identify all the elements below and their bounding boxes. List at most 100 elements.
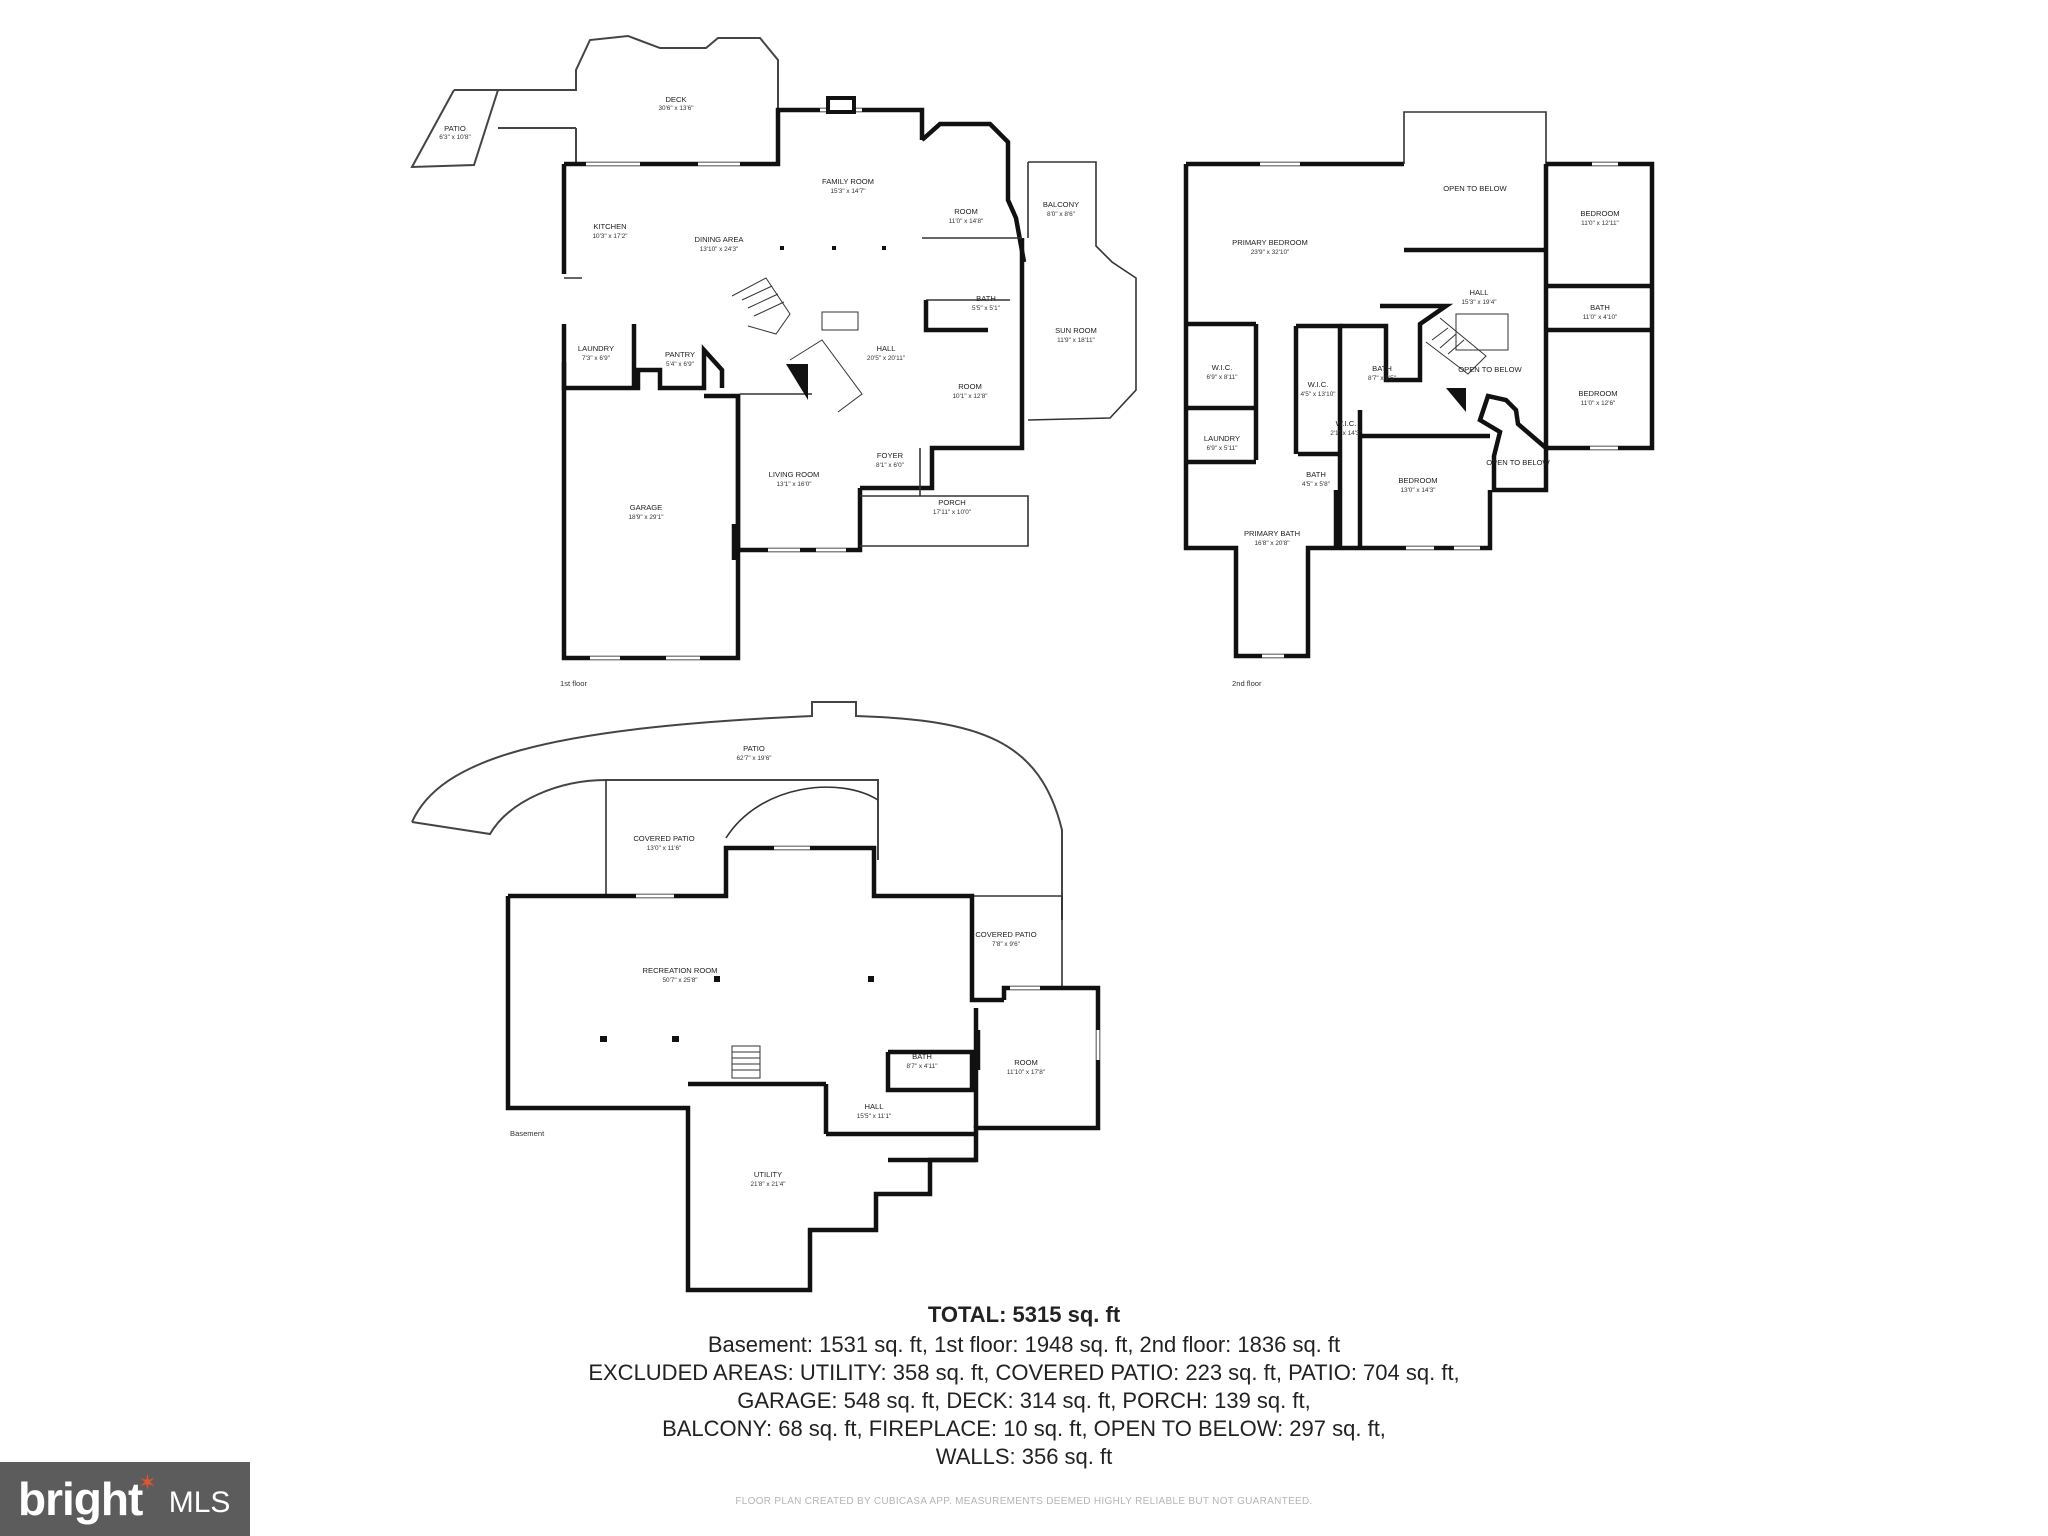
area-breakdown-line: Basement: 1531 sq. ft, 1st floor: 1948 s… xyxy=(707,1332,1341,1357)
room-dim: 15'3" x 19'4" xyxy=(1461,299,1496,306)
garage-wall xyxy=(561,388,741,661)
room-dim: 8'7" x 4'11" xyxy=(906,1063,937,1070)
room-dim: 18'9" x 29'1" xyxy=(628,514,663,521)
room-label: PRIMARY BATH xyxy=(1244,529,1300,538)
room-label: RECREATION ROOM xyxy=(643,966,718,975)
column xyxy=(714,976,720,982)
room-label: BEDROOM xyxy=(1580,209,1619,218)
floor-name: Basement xyxy=(510,1129,545,1138)
room-label: PATIO xyxy=(444,124,466,133)
room-label: ROOM xyxy=(958,382,982,391)
basement-plan: PATIO 62'7" x 19'6" COVERED PATIO 13'0" … xyxy=(411,701,1101,1293)
stair-icon xyxy=(731,1045,761,1079)
room-dim: 11'10" x 17'8" xyxy=(1007,1069,1045,1076)
room-label: ROOM xyxy=(1014,1058,1038,1067)
room-dim: 13'10" x 24'3" xyxy=(700,246,739,253)
room-label: GARAGE xyxy=(630,503,663,512)
room-dim: 8'7" x 9'5" xyxy=(1368,375,1396,382)
room-label: BATH xyxy=(976,294,996,303)
covered-patio-outline xyxy=(972,895,1063,990)
column xyxy=(672,1036,679,1042)
room-dim: 11'0" x 4'10" xyxy=(1583,314,1618,321)
room-label: LIVING ROOM xyxy=(769,470,820,479)
room-dim: 50'7" x 25'8" xyxy=(662,977,697,984)
room-dim: 7'8" x 9'6" xyxy=(992,941,1020,948)
room-label: BATH xyxy=(1590,303,1610,312)
room-label: OPEN TO BELOW xyxy=(1443,184,1507,193)
room-dim: 6'9" x 8'11" xyxy=(1206,374,1237,381)
house-wall-north xyxy=(564,107,925,167)
bath-walls xyxy=(885,1049,975,1093)
open-to-below-outline xyxy=(1403,111,1547,164)
room-dim: 11'0" x 12'11" xyxy=(1581,220,1619,227)
room-label: W.I.C. xyxy=(1308,380,1329,389)
room-dim: 4'5" x 13'10" xyxy=(1300,391,1335,398)
bedroom-walls xyxy=(1477,161,1655,493)
room-label: BATH xyxy=(912,1052,932,1061)
room-dim: 23'9" x 32'10" xyxy=(1251,249,1290,256)
room-dim: 8'0" x 8'6" xyxy=(1047,211,1075,218)
room-dim: 20'5" x 20'11" xyxy=(867,355,905,362)
room-dim: 62'7" x 19'6" xyxy=(736,755,771,762)
first-floor-plan: PATIO 6'3" x 10'8" DECK 30'6" x 13'6" FA… xyxy=(410,34,1137,688)
east-room-walls xyxy=(860,238,1025,491)
second-floor-plan: OPEN TO BELOW PRIMARY BEDROOM 23'9" x 32… xyxy=(1183,111,1655,688)
stair-icon xyxy=(731,277,863,413)
room-dim: 7'3" x 6'9" xyxy=(582,355,610,362)
room-label: PATIO xyxy=(743,744,765,753)
bath-wall xyxy=(923,300,988,333)
logo-suffix: MLS xyxy=(168,1486,231,1519)
room-label: HALL xyxy=(1470,288,1489,297)
room-dim: 17'11" x 10'0" xyxy=(933,509,971,516)
room-label: BATH xyxy=(1306,470,1326,479)
room-label: FOYER xyxy=(877,451,904,460)
area-breakdown-line: EXCLUDED AREAS: UTILITY: 358 sq. ft, COV… xyxy=(588,1360,1460,1385)
room-dim: 16'8" x 20'8" xyxy=(1254,540,1289,547)
room-dim: 30'6" x 13'6" xyxy=(658,105,693,112)
floor-name: 1st floor xyxy=(560,679,587,688)
room-label: HALL xyxy=(877,344,896,353)
basement-wall-north xyxy=(508,845,1004,1003)
room-dim: 5'4" x 6'9" xyxy=(666,361,694,368)
room-label: W.I.C. xyxy=(1212,363,1233,372)
floor-name: 2nd floor xyxy=(1232,679,1262,688)
room-label: PANTRY xyxy=(665,350,695,359)
patio-outline xyxy=(410,89,500,169)
room-dim: 6'9" x 5'11" xyxy=(1206,445,1237,452)
column xyxy=(832,246,836,250)
room-label: BALCONY xyxy=(1043,200,1079,209)
room-dim: 13'0" x 14'3" xyxy=(1400,487,1435,494)
covered-patio-arc xyxy=(725,786,879,839)
room-dim: 2'1" x 14'3" xyxy=(1330,430,1362,437)
room-dim: 11'0" x 12'6" xyxy=(1581,400,1616,407)
room-dim: 5'5" x 5'1" xyxy=(972,305,1000,312)
column xyxy=(780,246,784,250)
room-bay-wall xyxy=(920,121,1027,263)
logo-brand: bright xyxy=(18,1473,143,1525)
room-dim: 6'3" x 10'8" xyxy=(439,134,471,141)
room-dim: 4'5" x 5'8" xyxy=(1302,481,1330,488)
column xyxy=(882,246,886,250)
primary-suite-walls xyxy=(1183,164,1493,659)
total-area: TOTAL: 5315 sq. ft xyxy=(927,1302,1121,1327)
room-dim: 10'3" x 17'2" xyxy=(592,233,627,240)
room-label: BATH xyxy=(1372,364,1392,373)
room-label: ROOM xyxy=(954,207,978,216)
deck-outline xyxy=(498,34,779,110)
fireplace-icon xyxy=(826,96,856,114)
room-label: LAUNDRY xyxy=(578,344,614,353)
porch-outline xyxy=(860,495,1029,547)
room-label: PRIMARY BEDROOM xyxy=(1232,238,1308,247)
column xyxy=(868,976,874,982)
column xyxy=(600,1036,607,1042)
room-label: W.I.C. xyxy=(1336,419,1357,428)
room-label: BEDROOM xyxy=(1398,476,1437,485)
patio-outline xyxy=(411,701,1063,920)
room-label: PORCH xyxy=(938,498,965,507)
room-dim: 21'8" x 21'4" xyxy=(750,1181,785,1188)
room-dim: 8'1" x 6'0" xyxy=(876,462,904,469)
area-breakdown-line: WALLS: 356 sq. ft xyxy=(935,1444,1113,1469)
stair-icon xyxy=(1425,313,1509,412)
room-label: FAMILY ROOM xyxy=(822,177,874,186)
area-breakdown-line: GARAGE: 548 sq. ft, DECK: 314 sq. ft, PO… xyxy=(737,1388,1311,1413)
